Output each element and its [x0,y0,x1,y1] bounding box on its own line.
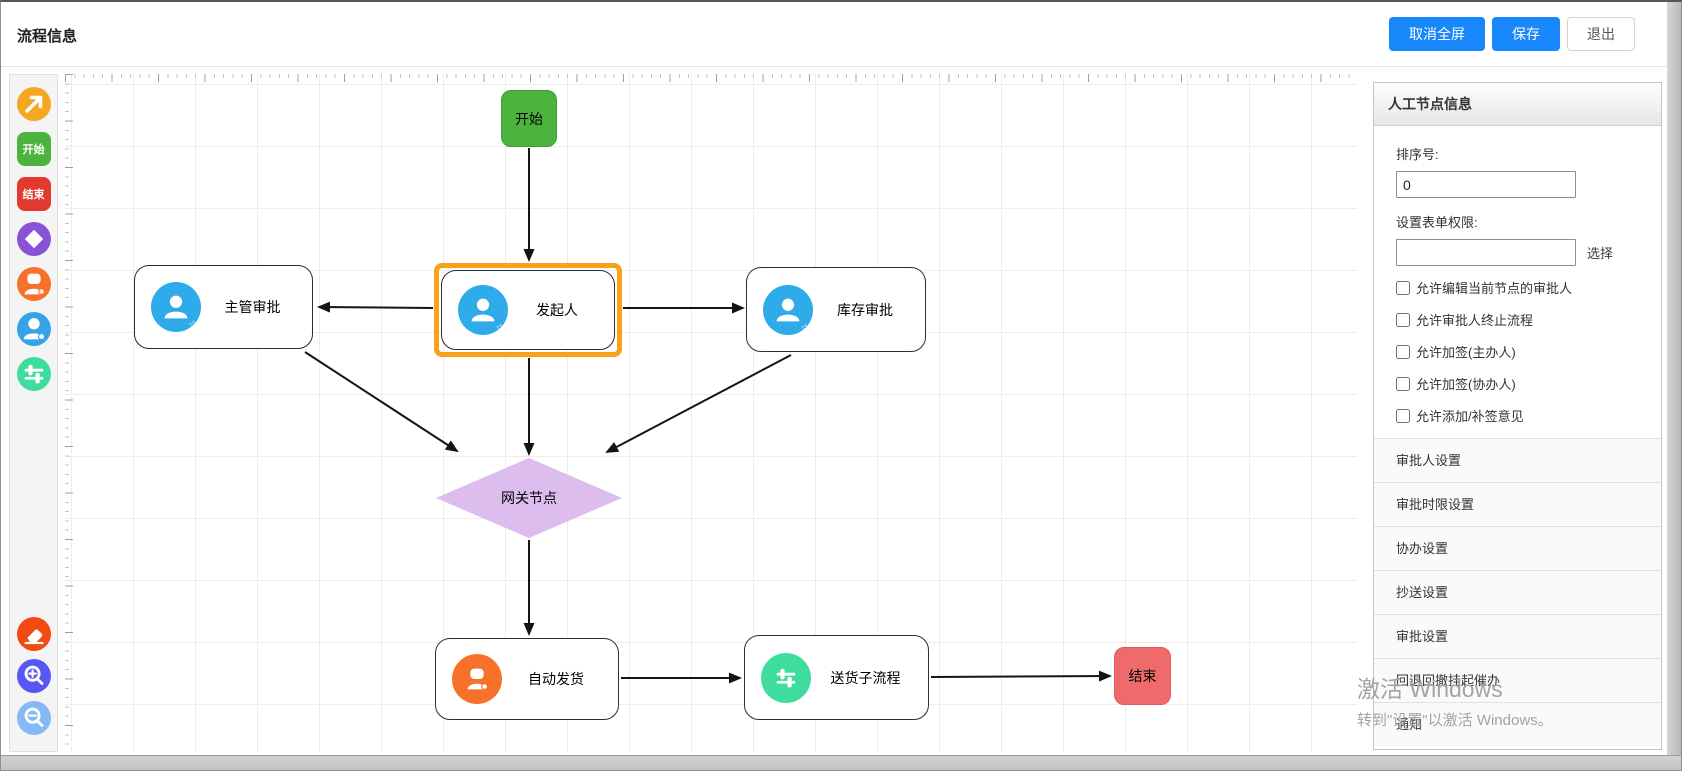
section-approver-settings[interactable]: 审批人设置 [1374,438,1661,482]
star-badge-icon: ☆ [495,321,506,335]
save-button[interactable]: 保存 [1492,17,1560,51]
node-delivery-subprocess[interactable]: 送货子流程 [744,635,929,720]
start-node-icon[interactable]: 开始 [16,132,51,166]
user-task-icon: ☆ [458,285,508,335]
permission-checkboxes: 允许编辑当前节点的审批人 允许审批人终止流程 允许加签(主办人) 允许加签(协办… [1396,278,1641,425]
flow-canvas[interactable]: 开始 ☆ 主管审批 ☆ 发起人 ☆ 库存审批 网关节点 [65,74,1357,752]
allow-countersign-main-checkbox[interactable] [1396,344,1410,359]
node-properties-panel: 人工节点信息 排序号: 设置表单权限: 选择 允许编辑当前节点的审批人 允许审批… [1373,82,1662,750]
section-approval-time-limit[interactable]: 审批时限设置 [1374,482,1661,526]
gateway-node-icon[interactable] [16,222,51,256]
sort-number-label: 排序号: [1396,147,1439,162]
subprocess-icon [761,652,811,703]
zoom-out-icon[interactable] [16,701,51,735]
section-rollback-suspend-urge[interactable]: 回退回撤挂起催办 [1374,658,1661,702]
auto-task-icon [452,654,502,704]
window-edge-right [1667,2,1681,770]
auto-task-node-icon[interactable] [16,267,51,301]
form-permission-label: 设置表单权限: [1396,215,1478,230]
subprocess-node-icon[interactable] [16,357,51,391]
allow-countersign-co-checkbox[interactable] [1396,376,1410,391]
select-permission-link[interactable]: 选择 [1587,246,1614,261]
exit-button[interactable]: 退出 [1567,17,1635,51]
star-badge-icon: ☆ [188,318,199,332]
page-title: 流程信息 [17,28,78,45]
settings-accordion: 审批人设置 审批时限设置 协办设置 抄送设置 审批设置 回退回撤挂起催办 通知 [1374,438,1661,746]
star-badge-icon: ☆ [800,320,811,335]
shape-palette: 开始 结束 [9,74,58,752]
user-task-node-icon[interactable] [16,312,51,346]
allow-terminate-checkbox[interactable] [1396,312,1410,327]
section-cc-settings[interactable]: 抄送设置 [1374,570,1661,614]
node-start[interactable]: 开始 [501,90,557,147]
node-initiator[interactable]: ☆ 发起人 [441,270,615,350]
section-approval-settings[interactable]: 审批设置 [1374,614,1661,658]
header-bar: 流程信息 取消全屏 保存 退出 [1,2,1669,67]
node-auto-ship[interactable]: 自动发货 [435,638,619,720]
node-end[interactable]: 结束 [1114,647,1171,705]
section-cohandle-settings[interactable]: 协办设置 [1374,526,1661,570]
node-manager-approval[interactable]: ☆ 主管审批 [134,265,313,349]
cancel-fullscreen-button[interactable]: 取消全屏 [1389,17,1485,51]
zoom-in-icon[interactable] [16,659,51,693]
user-task-icon: ☆ [763,284,813,335]
form-permission-input[interactable] [1396,239,1576,266]
sort-number-input[interactable] [1396,171,1576,198]
allow-add-opinion-checkbox[interactable] [1396,408,1410,423]
panel-title: 人工节点信息 [1374,83,1661,126]
clear-canvas-icon[interactable] [16,617,51,651]
section-notification[interactable]: 通知 [1374,702,1661,746]
header-buttons: 取消全屏 保存 退出 [1389,17,1635,51]
node-inventory-approval[interactable]: ☆ 库存审批 [746,267,926,352]
connect-arrow-icon[interactable] [16,87,51,121]
window-edge-bottom [1,755,1681,770]
user-task-icon: ☆ [151,282,201,332]
node-gateway[interactable]: 网关节点 [436,458,622,538]
allow-edit-approver-checkbox[interactable] [1396,280,1410,295]
end-node-icon[interactable]: 结束 [16,177,51,211]
